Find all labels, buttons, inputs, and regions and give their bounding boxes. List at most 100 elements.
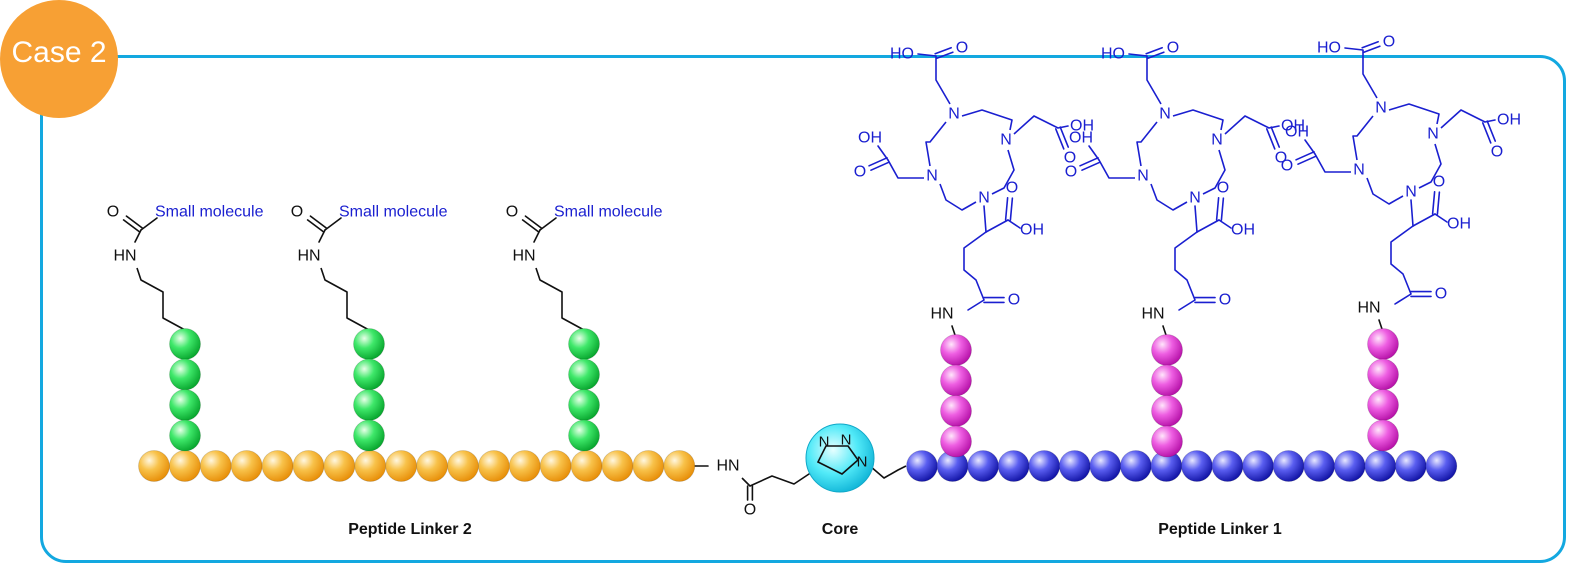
orange-bead [477, 450, 510, 482]
ring-bond [1172, 109, 1224, 131]
bond [1440, 109, 1486, 129]
orange-bead [447, 450, 479, 482]
green-bead [169, 358, 201, 391]
bond [539, 217, 557, 231]
carbonyl-bond [1009, 197, 1014, 222]
hn-label: HN [512, 248, 535, 265]
carbonyl-bond [936, 51, 954, 60]
hydroxyl-label: OH [1070, 118, 1094, 135]
peptide-beads [138, 328, 1458, 493]
hn-label: HN [1141, 306, 1164, 323]
carbonyl-bond [524, 215, 543, 229]
linker-chain [963, 231, 987, 301]
bond [1196, 219, 1220, 233]
orange-bead [230, 450, 263, 482]
bond [1224, 115, 1270, 135]
ring-bond [939, 183, 977, 211]
linker-chain [741, 471, 813, 487]
green-bead [169, 419, 201, 452]
hn-label: HN [716, 458, 739, 475]
magenta-bead [1367, 419, 1399, 452]
nitrogen-label: N [841, 432, 852, 449]
bond [140, 217, 158, 231]
ring-bond [1388, 103, 1440, 125]
carbonyl-bond [125, 215, 144, 229]
bond [917, 53, 937, 57]
orange-bead [385, 450, 418, 482]
orange-bead [292, 450, 325, 482]
orange-bead [261, 450, 294, 482]
oxygen-label: O [1167, 40, 1179, 57]
bond [1410, 199, 1414, 227]
hn-label: HN [297, 248, 320, 265]
hydroxyl-label: OH [1497, 112, 1521, 129]
carbonyl-bond [1215, 196, 1220, 221]
bond [887, 159, 924, 179]
magenta-bead [1367, 389, 1399, 421]
nitrogen-label: N [978, 190, 990, 207]
case-badge: Case 2 [0, 0, 118, 118]
oxygen-label: O [744, 502, 756, 519]
carbonyl-bond [1297, 155, 1317, 165]
nitrogen-label: N [1000, 132, 1012, 149]
bond [1013, 115, 1059, 135]
peptide-linker-2-label: Peptide Linker 2 [348, 521, 472, 538]
carbonyl-bond [868, 157, 888, 167]
blue-bead [1028, 450, 1061, 482]
oxygen-label: O [1491, 144, 1503, 161]
orange-bead [199, 450, 232, 482]
oxygen-label: O [1064, 150, 1076, 167]
bond [1394, 293, 1412, 305]
hydroxyl-label: HO [890, 46, 914, 63]
blue-bead [997, 450, 1030, 482]
nitrogen-label: N [819, 434, 830, 451]
bond [1178, 299, 1196, 311]
oxygen-label: O [1383, 34, 1395, 51]
oxygen-label: O [1006, 180, 1018, 197]
carbonyl-bond [870, 161, 890, 171]
nitrogen-label: N [1427, 126, 1439, 143]
nitrogen-label: N [948, 106, 960, 123]
nitrogen-label: N [1353, 162, 1365, 179]
blue-bead [1058, 450, 1091, 482]
orange-bead [508, 450, 541, 482]
blue-bead [1272, 450, 1305, 482]
carbonyl-bond [1295, 151, 1315, 161]
ring-bond [1366, 177, 1404, 205]
bond [1007, 219, 1021, 229]
bond [1128, 53, 1148, 57]
magenta-bead [940, 364, 972, 397]
oxygen-label: O [291, 204, 303, 221]
carbonyl-bond [934, 46, 952, 55]
triazole-ring [816, 445, 860, 475]
orange-bead [416, 450, 449, 482]
ring-bond [1418, 143, 1442, 189]
bond [1412, 213, 1436, 227]
orange-bead [570, 450, 603, 482]
hn-label: HN [930, 306, 953, 323]
nitrogen-label: N [926, 168, 938, 185]
hydroxyl-label: OH [1285, 124, 1309, 141]
ring-bond [1136, 121, 1158, 167]
carbonyl-bond [306, 219, 325, 233]
carbonyl-bond [1004, 196, 1009, 221]
carbonyl-bond [1081, 161, 1101, 171]
magenta-bead [940, 334, 972, 366]
oxygen-label: O [1219, 292, 1231, 309]
orange-bead [323, 450, 356, 482]
blue-bead [906, 450, 938, 482]
blue-bead [1394, 450, 1427, 482]
green-bead [353, 419, 385, 452]
blue-bead [1242, 450, 1274, 482]
oxygen-label: O [854, 164, 866, 181]
blue-bead [1303, 450, 1336, 482]
nitrogen-label: N [857, 454, 868, 471]
magenta-bead [940, 425, 972, 458]
carbonyl-bond [1436, 191, 1441, 216]
hydroxyl-label: OH [1231, 222, 1255, 239]
bond [1314, 153, 1351, 173]
hydroxyl-label: OH [1281, 118, 1305, 135]
blue-bead [1181, 450, 1213, 482]
